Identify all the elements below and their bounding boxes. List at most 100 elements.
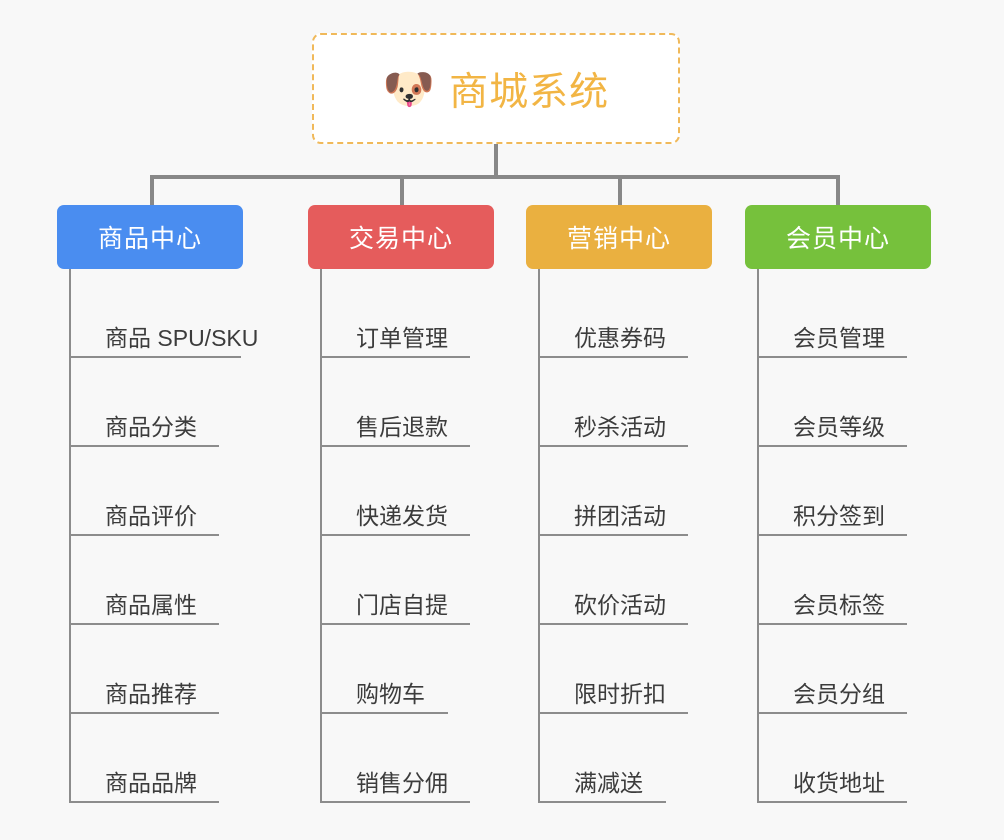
leaf-underline [69,356,241,358]
leaf-underline [757,445,907,447]
leaf-item[interactable]: 优惠券码 [538,269,712,358]
leaf-item-label: 商品 SPU/SKU [105,324,259,351]
leaf-underline [538,356,688,358]
branch-header-label: 会员中心 [785,225,890,253]
leaf-item-label: 收货地址 [793,769,885,796]
leaf-item[interactable]: 积分签到 [757,447,931,536]
root-node-title: 商城系统 [449,70,610,114]
leaf-item[interactable]: 售后退款 [320,358,494,447]
leaf-item[interactable]: 收货地址 [757,714,931,803]
leaf-underline [320,534,470,536]
leaf-item[interactable]: 商品属性 [69,536,243,625]
leaf-item-label: 会员标签 [793,591,885,618]
leaf-item-label: 商品分类 [105,413,197,440]
leaf-item[interactable]: 限时折扣 [538,625,712,714]
leaf-item-label: 会员分组 [793,680,885,707]
branch-header-label: 营销中心 [566,225,671,253]
branch-column-member-center: 会员中心 会员管理 会员等级 积分签到 会员标签 [745,205,931,803]
leaf-item-label: 购物车 [356,680,425,707]
branch-column-marketing-center: 营销中心 优惠券码 秒杀活动 拼团活动 砍价活动 [526,205,712,803]
leaf-underline [320,445,470,447]
leaf-underline [757,712,907,714]
leaf-item[interactable]: 会员管理 [757,269,931,358]
leaf-item[interactable]: 购物车 [320,625,494,714]
leaf-item[interactable]: 砍价活动 [538,536,712,625]
branch-header-member-center[interactable]: 会员中心 [745,205,931,269]
leaf-item-label: 优惠券码 [574,324,666,351]
leaf-underline [757,534,907,536]
leaf-item[interactable]: 销售分佣 [320,714,494,803]
connector-drop-branch-2 [400,175,404,207]
leaf-underline [69,534,219,536]
leaf-underline [538,712,688,714]
leaf-item-label: 商品品牌 [105,769,197,796]
leaf-item-label: 销售分佣 [356,769,448,796]
leaf-underline [538,445,688,447]
leaf-underline [320,356,470,358]
root-node-mall-system[interactable]: 🐶 商城系统 [312,33,680,144]
leaf-item-label: 订单管理 [356,324,448,351]
leaf-item[interactable]: 满减送 [538,714,712,803]
leaf-item[interactable]: 拼团活动 [538,447,712,536]
leaf-item[interactable]: 秒杀活动 [538,358,712,447]
leaf-underline [538,534,688,536]
leaf-item[interactable]: 商品品牌 [69,714,243,803]
leaf-item[interactable]: 商品推荐 [69,625,243,714]
branch-header-product-center[interactable]: 商品中心 [57,205,243,269]
leaf-item[interactable]: 商品评价 [69,447,243,536]
leaf-underline [320,712,448,714]
branch-header-label: 交易中心 [348,225,453,253]
leaf-item-label: 门店自提 [356,591,448,618]
leaf-item-label: 限时折扣 [574,680,666,707]
leaf-group-marketing-center: 优惠券码 秒杀活动 拼团活动 砍价活动 限时折扣 [538,269,712,803]
leaf-item[interactable]: 会员等级 [757,358,931,447]
leaf-underline [757,801,907,803]
leaf-item-label: 商品推荐 [105,680,197,707]
leaf-spine [757,269,759,803]
leaf-spine [538,269,540,803]
leaf-item-label: 积分签到 [793,502,885,529]
leaf-item-label: 拼团活动 [574,502,666,529]
leaf-spine [69,269,71,803]
shiba-inu-dog-face-emoji: 🐶 [382,64,436,112]
branch-header-marketing-center[interactable]: 营销中心 [526,205,712,269]
leaf-item-label: 砍价活动 [574,591,666,618]
leaf-group-member-center: 会员管理 会员等级 积分签到 会员标签 会员分组 [757,269,931,803]
branch-column-trade-center: 交易中心 订单管理 售后退款 快递发货 门店自提 [308,205,494,803]
connector-drop-branch-1 [150,175,154,207]
leaf-item-label: 会员等级 [793,413,885,440]
leaf-item[interactable]: 订单管理 [320,269,494,358]
leaf-underline [320,623,470,625]
leaf-underline [69,623,219,625]
branch-header-trade-center[interactable]: 交易中心 [308,205,494,269]
leaf-group-product-center: 商品 SPU/SKU 商品分类 商品评价 商品属性 商品推荐 [69,269,258,803]
connector-drop-branch-4 [836,175,840,207]
branch-header-label: 商品中心 [97,225,202,253]
leaf-item[interactable]: 门店自提 [320,536,494,625]
leaf-item[interactable]: 商品 SPU/SKU [69,269,258,358]
leaf-item-label: 售后退款 [356,413,448,440]
leaf-item-label: 秒杀活动 [574,413,666,440]
leaf-underline [69,801,219,803]
leaf-item[interactable]: 快递发货 [320,447,494,536]
leaf-underline [69,712,219,714]
leaf-item[interactable]: 会员标签 [757,536,931,625]
leaf-spine [320,269,322,803]
leaf-group-trade-center: 订单管理 售后退款 快递发货 门店自提 购物车 [320,269,494,803]
leaf-item[interactable]: 商品分类 [69,358,243,447]
leaf-underline [320,801,470,803]
connector-root-vertical [494,144,498,177]
leaf-underline [757,623,907,625]
leaf-underline [69,445,219,447]
leaf-item-label: 会员管理 [793,324,885,351]
leaf-item[interactable]: 会员分组 [757,625,931,714]
leaf-underline [757,356,907,358]
leaf-item-label: 商品属性 [105,591,197,618]
connector-horizontal-bus [150,175,840,179]
leaf-item-label: 快递发货 [356,502,448,529]
connector-drop-branch-3 [618,175,622,207]
branch-column-product-center: 商品中心 商品 SPU/SKU 商品分类 商品评价 商品属 [57,205,258,803]
leaf-underline [538,623,688,625]
leaf-item-label: 商品评价 [105,502,197,529]
